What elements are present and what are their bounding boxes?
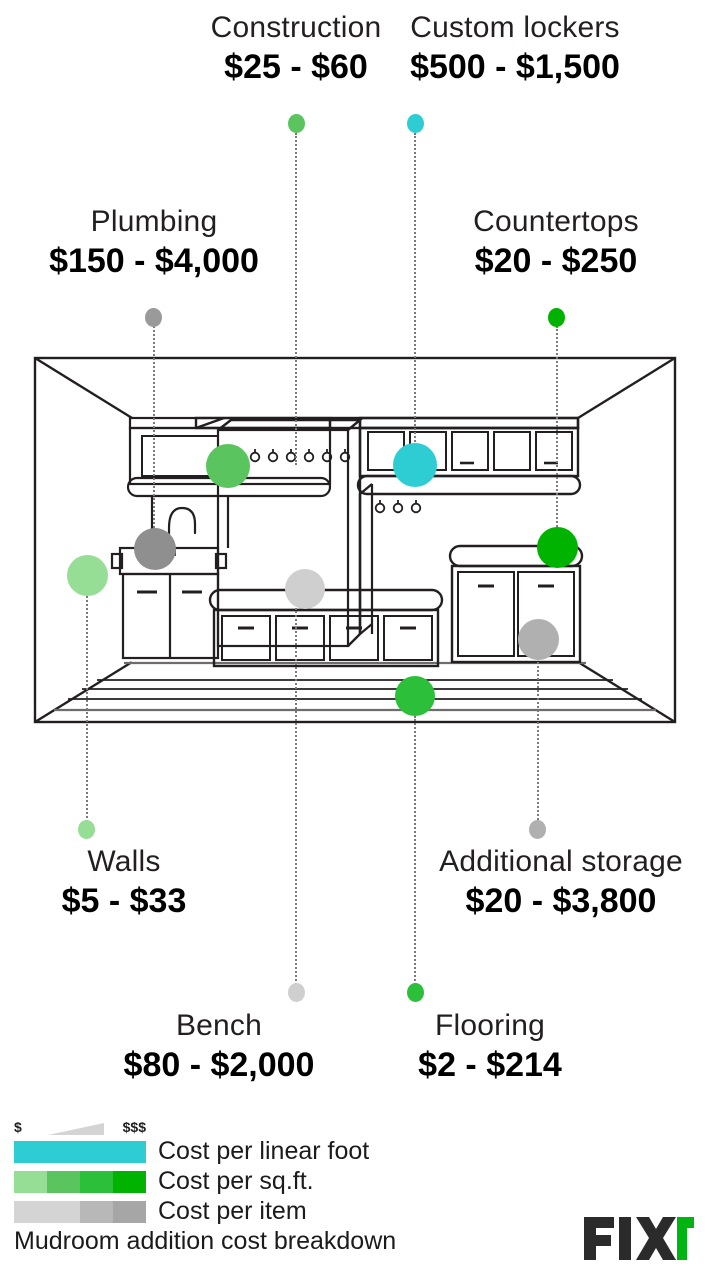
callout-price: $150 - $4,000 — [49, 241, 259, 280]
fixr-logo[interactable] — [582, 1211, 694, 1263]
callout-price: $20 - $3,800 — [465, 881, 657, 920]
callout-title: Flooring — [435, 1009, 545, 1042]
legend-caption: Mudroom addition cost breakdown — [14, 1227, 397, 1255]
legend-scale-low: $ — [14, 1119, 22, 1135]
dot-construction-small — [288, 114, 305, 133]
legend-label: Cost per linear foot — [158, 1137, 370, 1165]
dot-additional-storage-small — [529, 820, 546, 839]
legend-scale-high: $$$ — [122, 1119, 146, 1135]
callout-plumbing: Plumbing $150 - $4,000 — [0, 206, 334, 279]
leader-custom-lockers — [414, 133, 416, 465]
callout-title: Countertops — [473, 205, 639, 238]
dot-bench-small — [288, 983, 305, 1002]
callout-construction: Construction $25 - $60 — [116, 12, 476, 85]
leader-walls — [86, 592, 88, 830]
callout-custom-lockers: Custom lockers $500 - $1,500 — [335, 12, 695, 85]
callout-price: $80 - $2,000 — [123, 1045, 315, 1084]
legend-row-item: Cost per item — [14, 1198, 704, 1225]
callout-price: $5 - $33 — [61, 881, 187, 920]
legend-label: Cost per item — [158, 1197, 307, 1225]
dot-flooring-small — [407, 983, 424, 1002]
dot-plumbing-small — [145, 308, 162, 327]
callout-walls: Walls $5 - $33 — [0, 846, 284, 919]
marker-construction — [206, 444, 250, 488]
marker-walls — [67, 555, 108, 596]
legend: $ $$$ Cost per linear foot Cost per sq.f… — [14, 1118, 704, 1254]
leader-flooring — [414, 716, 416, 992]
marker-additional-storage — [518, 619, 559, 660]
callout-title: Construction — [210, 11, 382, 44]
marker-bench — [285, 569, 325, 609]
callout-title: Additional storage — [439, 845, 683, 878]
callout-price: $2 - $214 — [418, 1045, 562, 1084]
callout-bench: Bench $80 - $2,000 — [39, 1010, 399, 1083]
legend-swatch-item — [14, 1200, 146, 1223]
dot-countertops-small — [548, 308, 565, 327]
legend-swatch-linear-foot — [14, 1140, 146, 1163]
legend-scale: $ $$$ — [14, 1118, 146, 1138]
callout-countertops: Countertops $20 - $250 — [391, 206, 710, 279]
callout-price: $20 - $250 — [474, 241, 638, 280]
callout-flooring: Flooring $2 - $214 — [330, 1010, 650, 1083]
legend-row-sqft: Cost per sq.ft. — [14, 1168, 704, 1195]
callout-title: Bench — [175, 1009, 263, 1042]
dot-custom-lockers-small — [407, 114, 424, 133]
callout-title: Custom lockers — [410, 11, 620, 44]
legend-row-linear-foot: Cost per linear foot — [14, 1138, 704, 1165]
callout-price: $500 - $1,500 — [410, 47, 620, 86]
legend-label: Cost per sq.ft. — [158, 1167, 314, 1195]
gradient-wedge-icon — [48, 1123, 104, 1135]
callout-additional-storage: Additional storage $20 - $3,800 — [412, 846, 710, 919]
leader-additional-storage — [537, 658, 539, 828]
callout-title: Plumbing — [90, 205, 218, 238]
dot-walls-small — [78, 820, 95, 839]
legend-swatch-sqft — [14, 1170, 146, 1193]
callout-price: $25 - $60 — [224, 47, 368, 86]
marker-flooring — [395, 676, 435, 716]
leader-construction — [295, 133, 297, 465]
marker-countertops — [537, 527, 578, 568]
marker-custom-lockers — [393, 443, 437, 487]
callout-title: Walls — [87, 845, 161, 878]
marker-plumbing — [134, 528, 176, 570]
fixr-logo-mark — [584, 1217, 694, 1260]
leader-bench — [295, 608, 297, 992]
leader-countertops — [556, 326, 558, 546]
leader-plumbing — [153, 326, 155, 556]
